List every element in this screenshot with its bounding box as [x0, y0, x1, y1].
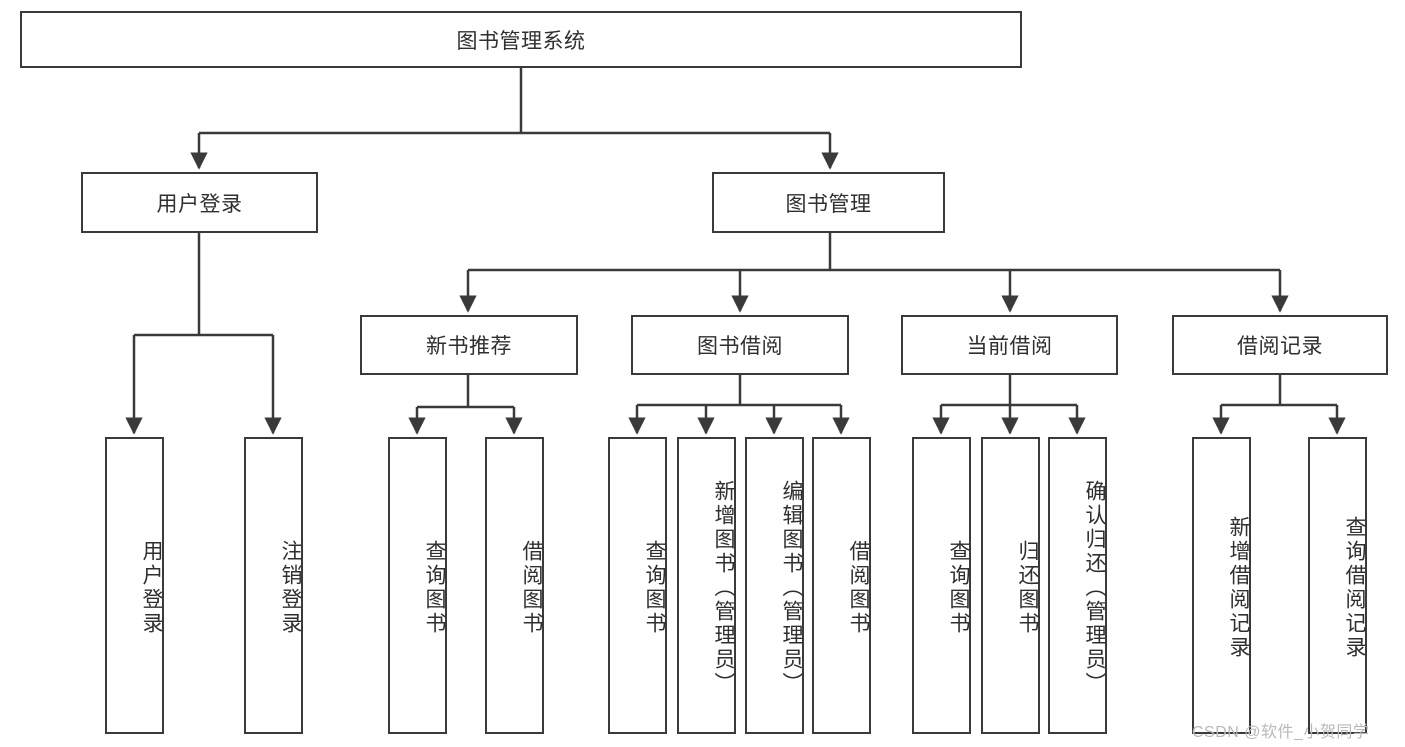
leaf-borrow-book[interactable]: 借阅图书 — [812, 437, 871, 734]
node-label: 新增图书（管理员） — [712, 479, 735, 696]
node-book-borrow[interactable]: 图书借阅 — [631, 315, 849, 375]
watermark: CSDN @软件_小贺同学 — [1192, 724, 1370, 741]
leaf-confirm-return-admin[interactable]: 确认归还（管理员） — [1048, 437, 1107, 734]
node-label: 图书管理 — [785, 192, 872, 216]
node-label: 查询图书 — [947, 539, 970, 636]
leaf-query-borrow-record[interactable]: 查询借阅记录 — [1308, 437, 1367, 734]
leaf-return-book[interactable]: 归还图书 — [981, 437, 1040, 734]
node-label: 借阅图书 — [520, 539, 543, 636]
node-label: 编辑图书（管理员） — [780, 479, 803, 696]
node-label: 借阅图书 — [847, 539, 870, 636]
leaf-query-book-borrow[interactable]: 查询图书 — [608, 437, 667, 734]
leaf-add-book-admin[interactable]: 新增图书（管理员） — [677, 437, 736, 734]
node-label: 查询借阅记录 — [1343, 515, 1366, 660]
node-label: 确认归还（管理员） — [1083, 479, 1106, 696]
node-new-book-recommend[interactable]: 新书推荐 — [360, 315, 578, 375]
node-label: 新书推荐 — [426, 335, 512, 358]
node-label: 归还图书 — [1016, 539, 1039, 636]
leaf-query-book-current[interactable]: 查询图书 — [912, 437, 971, 734]
node-book-management[interactable]: 图书管理 — [712, 172, 945, 233]
node-label: 借阅记录 — [1237, 335, 1323, 358]
leaf-logout[interactable]: 注销登录 — [244, 437, 303, 734]
node-label: 用户登录 — [156, 192, 243, 216]
node-current-borrow[interactable]: 当前借阅 — [901, 315, 1118, 375]
node-label: 用户登录 — [140, 539, 163, 636]
node-borrow-records[interactable]: 借阅记录 — [1172, 315, 1388, 375]
leaf-borrow-book-recommend[interactable]: 借阅图书 — [485, 437, 544, 734]
leaf-query-book-recommend[interactable]: 查询图书 — [388, 437, 447, 734]
leaf-edit-book-admin[interactable]: 编辑图书（管理员） — [745, 437, 804, 734]
node-label: 新增借阅记录 — [1227, 515, 1250, 660]
node-label: 查询图书 — [423, 539, 446, 636]
node-label: 当前借阅 — [966, 335, 1053, 358]
leaf-add-borrow-record[interactable]: 新增借阅记录 — [1192, 437, 1251, 734]
node-label: 注销登录 — [279, 539, 302, 636]
node-label: 图书借阅 — [697, 335, 783, 358]
node-label: 查询图书 — [643, 539, 666, 636]
node-label: 图书管理系统 — [456, 29, 586, 53]
node-user-login[interactable]: 用户登录 — [81, 172, 318, 233]
leaf-user-login[interactable]: 用户登录 — [105, 437, 164, 734]
node-system-root[interactable]: 图书管理系统 — [20, 11, 1022, 68]
